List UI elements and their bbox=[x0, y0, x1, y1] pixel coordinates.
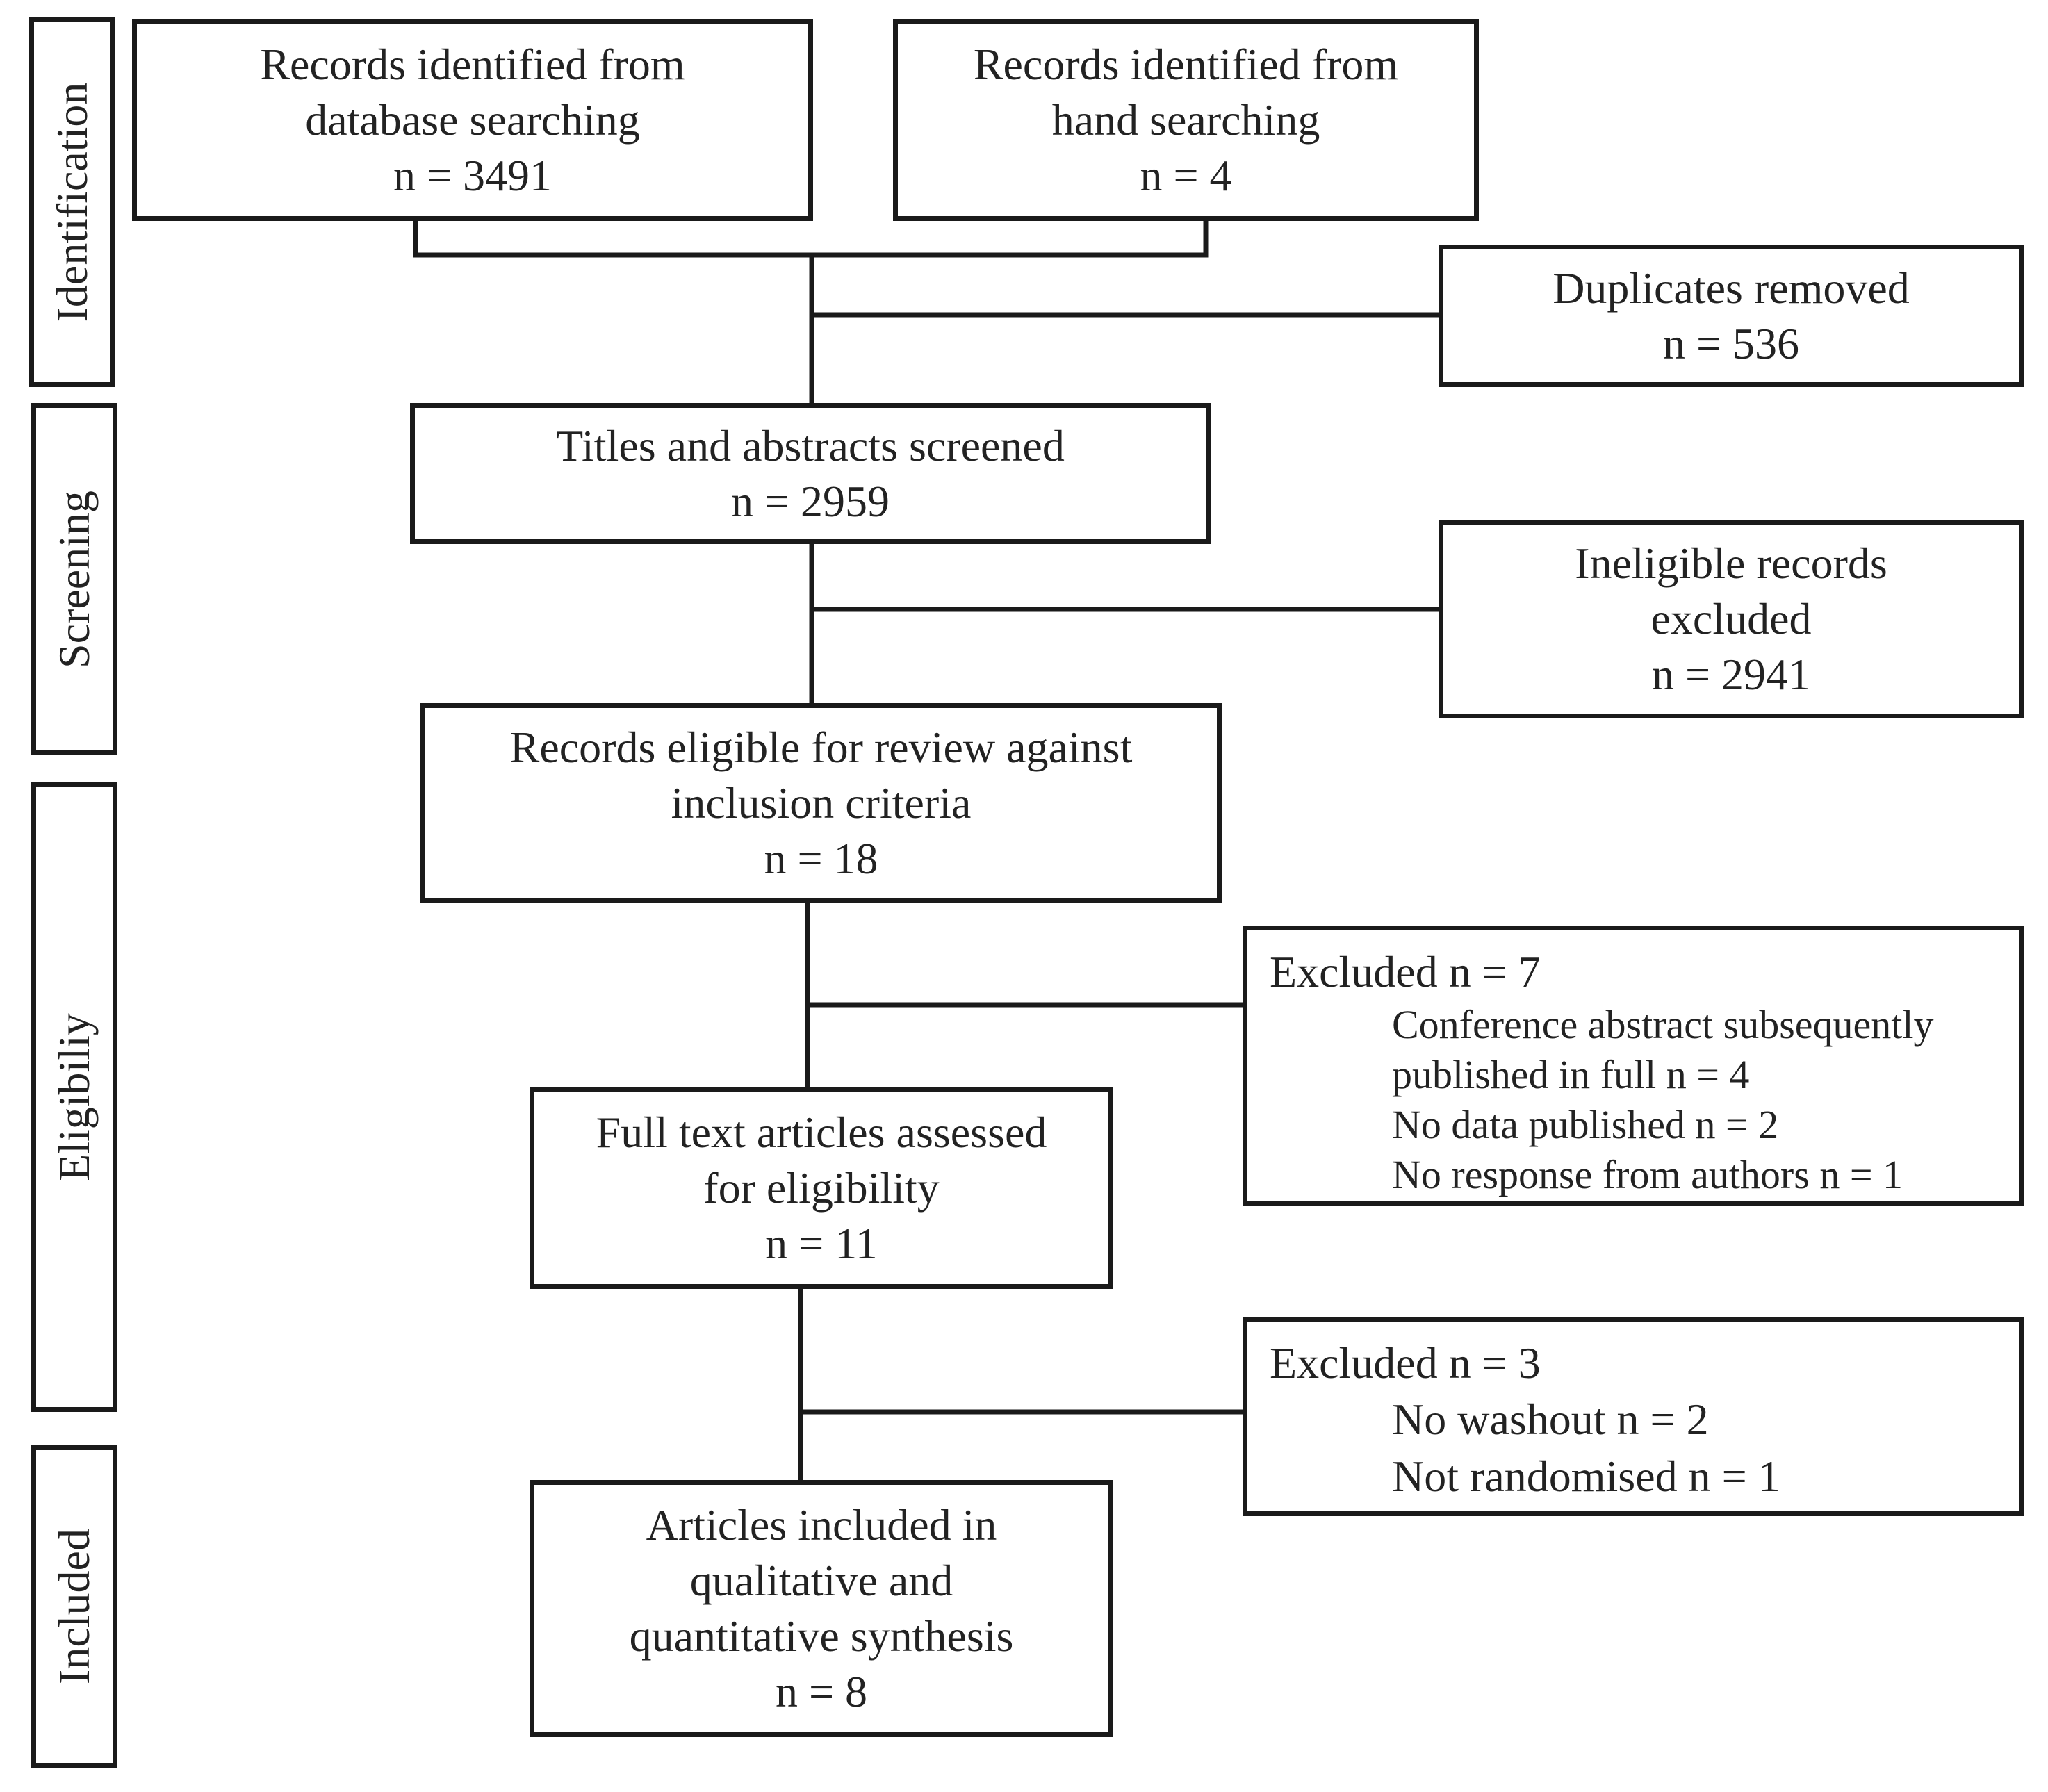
database-search-count: n = 3491 bbox=[393, 151, 552, 200]
full-text-count: n = 11 bbox=[765, 1218, 878, 1268]
eligible-line2: inclusion criteria bbox=[671, 778, 972, 828]
hand-search-line2: hand searching bbox=[1051, 95, 1320, 145]
excluded-7-item: No response from authors n = 1 bbox=[1392, 1152, 1903, 1197]
stage-included-label: Included bbox=[49, 1529, 99, 1684]
excluded-7-head: Excluded n = 7 bbox=[1270, 947, 1541, 996]
ineligible-box: Ineligible records excluded n = 2941 bbox=[1439, 520, 2024, 718]
database-search-box: Records identified from database searchi… bbox=[132, 19, 813, 221]
duplicates-line1: Duplicates removed bbox=[1553, 263, 1910, 313]
stage-identification: Identification bbox=[29, 17, 115, 387]
excluded-7-item: published in full n = 4 bbox=[1392, 1052, 1750, 1097]
eligible-line1: Records eligible for review against bbox=[509, 722, 1133, 772]
stage-screening: Screening bbox=[31, 403, 117, 755]
stage-eligibility-label: Eligibiliy bbox=[49, 1012, 99, 1181]
full-text-box: Full text articles assessed for eligibil… bbox=[530, 1087, 1113, 1289]
included-line2: qualitative and bbox=[689, 1556, 953, 1605]
merge-bracket bbox=[413, 218, 1209, 258]
ineligible-line2: excluded bbox=[1650, 594, 1812, 643]
included-line3: quantitative synthesis bbox=[629, 1611, 1014, 1661]
stage-identification-label: Identification bbox=[47, 82, 97, 322]
ineligible-line1: Ineligible records bbox=[1575, 539, 1887, 588]
stage-screening-label: Screening bbox=[49, 490, 99, 668]
database-search-line1: Records identified from bbox=[260, 40, 685, 89]
eligible-box: Records eligible for review against incl… bbox=[420, 703, 1222, 903]
stage-eligibility: Eligibiliy bbox=[31, 782, 117, 1412]
excluded-7-item: Conference abstract subsequently bbox=[1392, 1002, 1934, 1047]
screened-count: n = 2959 bbox=[730, 476, 890, 526]
excluded-7-item: No data published n = 2 bbox=[1392, 1102, 1779, 1147]
full-text-line1: Full text articles assessed bbox=[596, 1107, 1047, 1157]
included-box: Articles included in qualitative and qua… bbox=[530, 1480, 1113, 1737]
hand-search-box: Records identified from hand searching n… bbox=[893, 19, 1479, 221]
stage-included: Included bbox=[31, 1445, 117, 1768]
database-search-line2: database searching bbox=[305, 95, 640, 145]
included-count: n = 8 bbox=[775, 1667, 868, 1716]
hand-search-line1: Records identified from bbox=[973, 40, 1399, 89]
excluded-3-head: Excluded n = 3 bbox=[1270, 1338, 1541, 1388]
duplicates-count: n = 536 bbox=[1662, 318, 1800, 368]
excluded-3-item: No washout n = 2 bbox=[1392, 1395, 1709, 1444]
screened-box: Titles and abstracts screened n = 2959 bbox=[410, 403, 1211, 544]
full-text-line2: for eligibility bbox=[703, 1162, 940, 1213]
included-line1: Articles included in bbox=[646, 1500, 997, 1549]
eligible-count: n = 18 bbox=[764, 833, 878, 883]
hand-search-count: n = 4 bbox=[1140, 151, 1232, 200]
excluded-3-item: Not randomised n = 1 bbox=[1392, 1452, 1780, 1501]
screened-line1: Titles and abstracts screened bbox=[556, 420, 1065, 470]
ineligible-count: n = 2941 bbox=[1651, 650, 1811, 699]
duplicates-box: Duplicates removed n = 536 bbox=[1439, 245, 2024, 387]
excluded-7-box: Excluded n = 7 Conference abstract subse… bbox=[1243, 926, 2024, 1206]
excluded-3-box: Excluded n = 3 No washout n = 2 Not rand… bbox=[1243, 1317, 2024, 1516]
